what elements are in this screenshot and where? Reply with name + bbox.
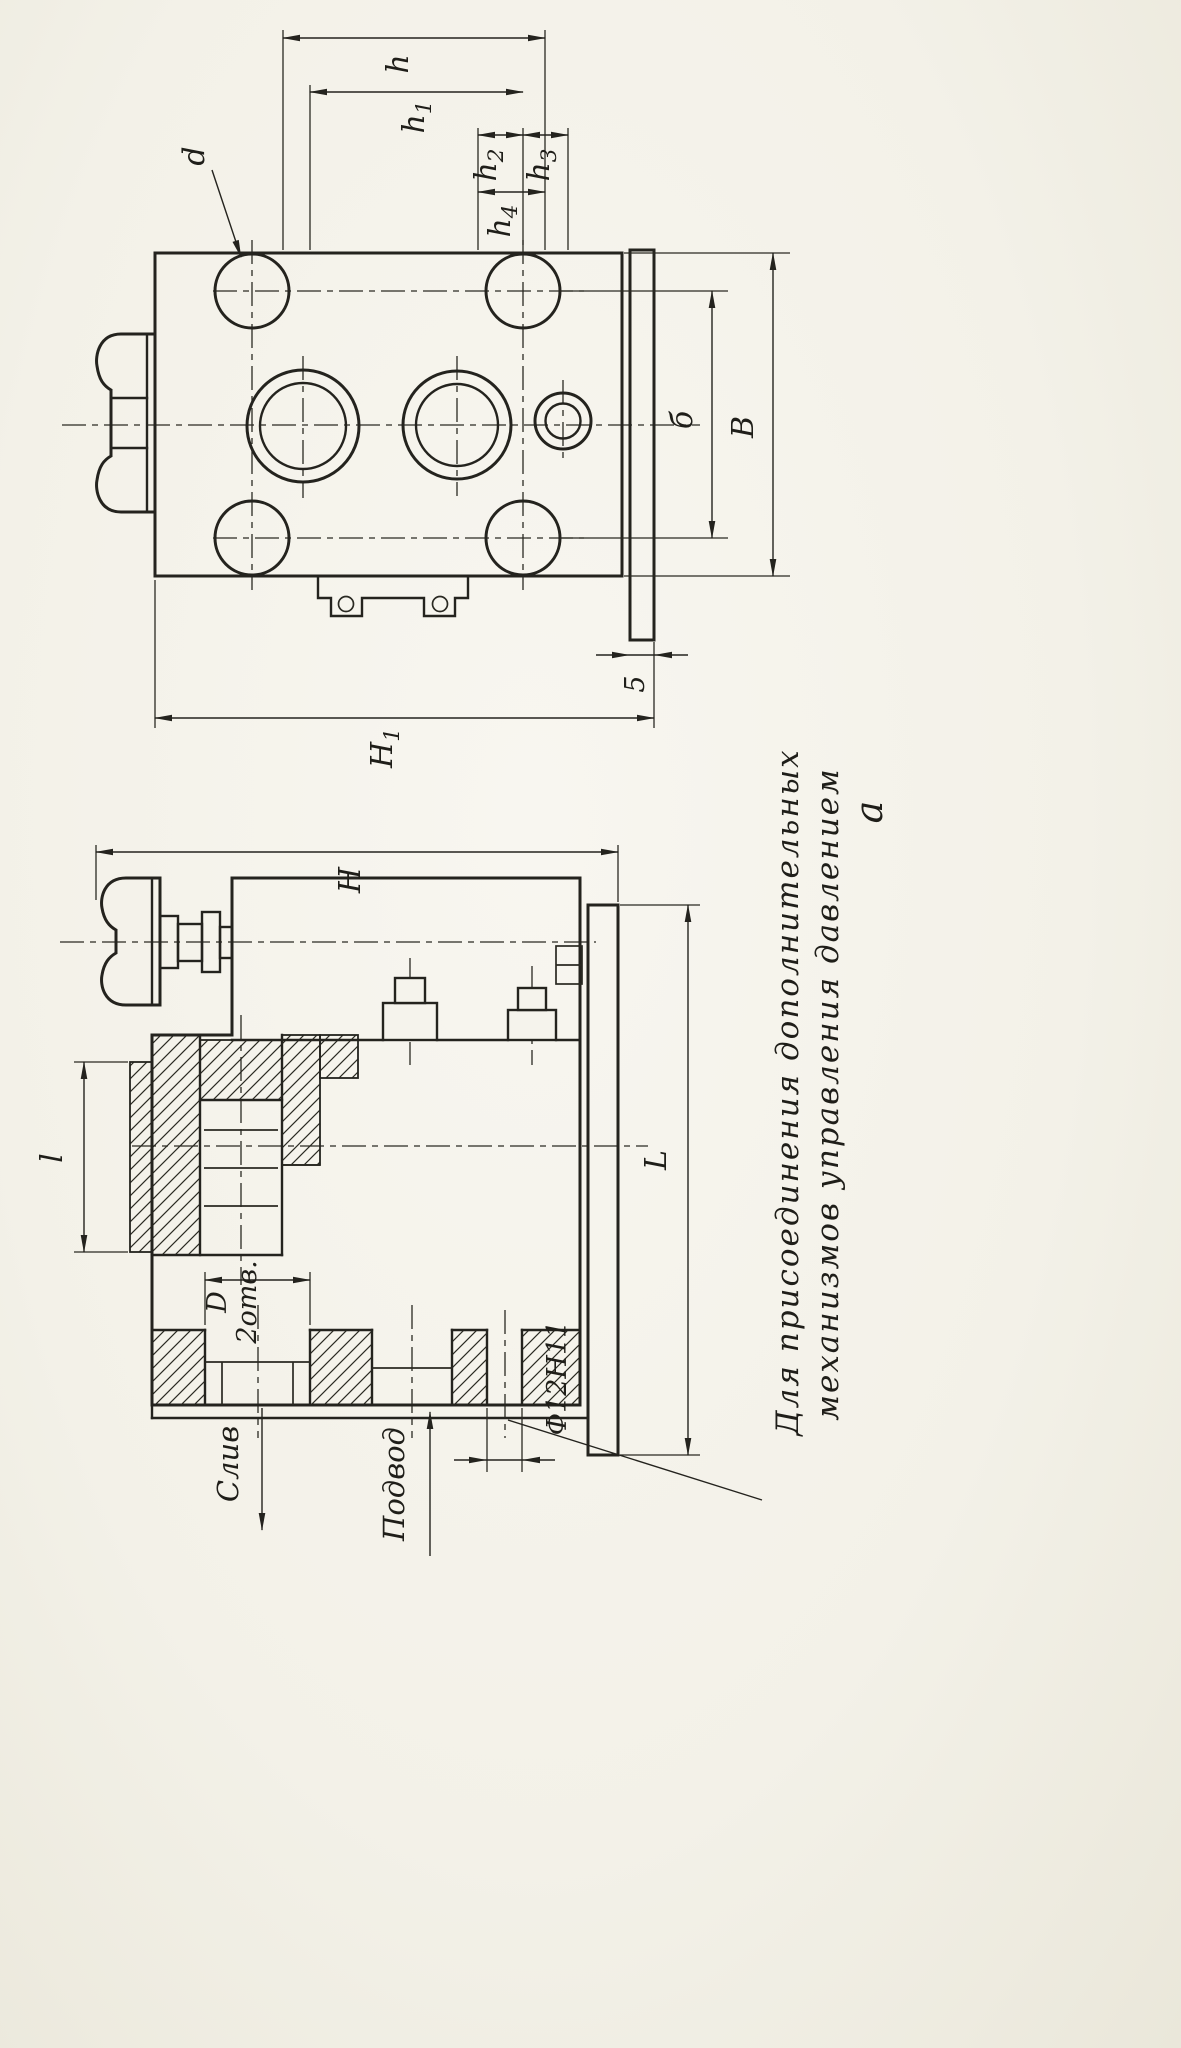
dim-label-b-small: б bbox=[665, 410, 700, 429]
dim-label-h2: h2 bbox=[469, 148, 509, 181]
figure-annotations: Для присоединения дополнительных механиз… bbox=[770, 748, 891, 1437]
label-drain: Слив bbox=[211, 1426, 245, 1502]
annotation-leader-line bbox=[507, 1419, 763, 1501]
dim-label-h4: h4 bbox=[483, 204, 523, 237]
mounting-plate bbox=[586, 903, 620, 1457]
bottom-bracket bbox=[316, 574, 470, 618]
dim-label-h1: h1 bbox=[397, 100, 437, 133]
note-two-holes: 2отв. bbox=[232, 1260, 263, 1344]
bracket-hole bbox=[431, 595, 449, 613]
dim-label-H1: Н1 bbox=[365, 728, 405, 769]
annotation-line-2: механизмов управления давлением bbox=[810, 767, 846, 1420]
dim-label-f12h11: Ф12Н11 bbox=[542, 1321, 573, 1436]
side-view-body bbox=[150, 876, 620, 1457]
end-cover bbox=[129, 1061, 153, 1253]
top-boss bbox=[381, 1001, 439, 1042]
top-view-extension-lines bbox=[154, 30, 790, 728]
dim-label-B: В bbox=[726, 416, 761, 439]
top-boss bbox=[506, 1008, 558, 1042]
port-bores bbox=[245, 368, 593, 484]
side-view-labels: Н L l 2отв. D Ф12Н11 Слив Подвод bbox=[35, 866, 674, 1542]
d-leader-line bbox=[211, 169, 242, 258]
dim-label-d: d bbox=[177, 146, 212, 165]
mounting-holes bbox=[213, 252, 562, 577]
subfigure-caption: а bbox=[847, 801, 891, 824]
adjustment-knob-top-view bbox=[95, 332, 157, 514]
label-supply: Подвод bbox=[377, 1427, 411, 1542]
dim-label-h: h bbox=[381, 54, 416, 73]
dim-label-h3: h3 bbox=[522, 148, 562, 181]
annotation-line-1: Для присоединения дополнительных bbox=[770, 748, 806, 1437]
dim-label-L: L bbox=[639, 1150, 674, 1171]
side-view-centerlines bbox=[60, 941, 648, 1438]
dim-label-H: Н bbox=[333, 866, 368, 894]
adjustment-knob-side-view bbox=[100, 876, 234, 1007]
dim-label-l: l bbox=[35, 1153, 70, 1163]
dim-label-5: 5 bbox=[620, 675, 651, 692]
top-view-dimension-lines bbox=[154, 34, 777, 722]
side-view-dimension-lines bbox=[80, 848, 763, 1556]
top-view-labels: h h1 h2 h3 h4 d б В 5 Н1 bbox=[177, 54, 761, 769]
dim-label-D: D bbox=[202, 1291, 233, 1314]
bracket-hole bbox=[337, 595, 355, 613]
section-hatching bbox=[129, 1034, 581, 1406]
top-view: h h1 h2 h3 h4 d б В 5 Н1 bbox=[62, 30, 790, 769]
side-view: Н L l 2отв. D Ф12Н11 Слив Подвод bbox=[35, 845, 763, 1556]
side-plate-edge bbox=[628, 248, 656, 642]
